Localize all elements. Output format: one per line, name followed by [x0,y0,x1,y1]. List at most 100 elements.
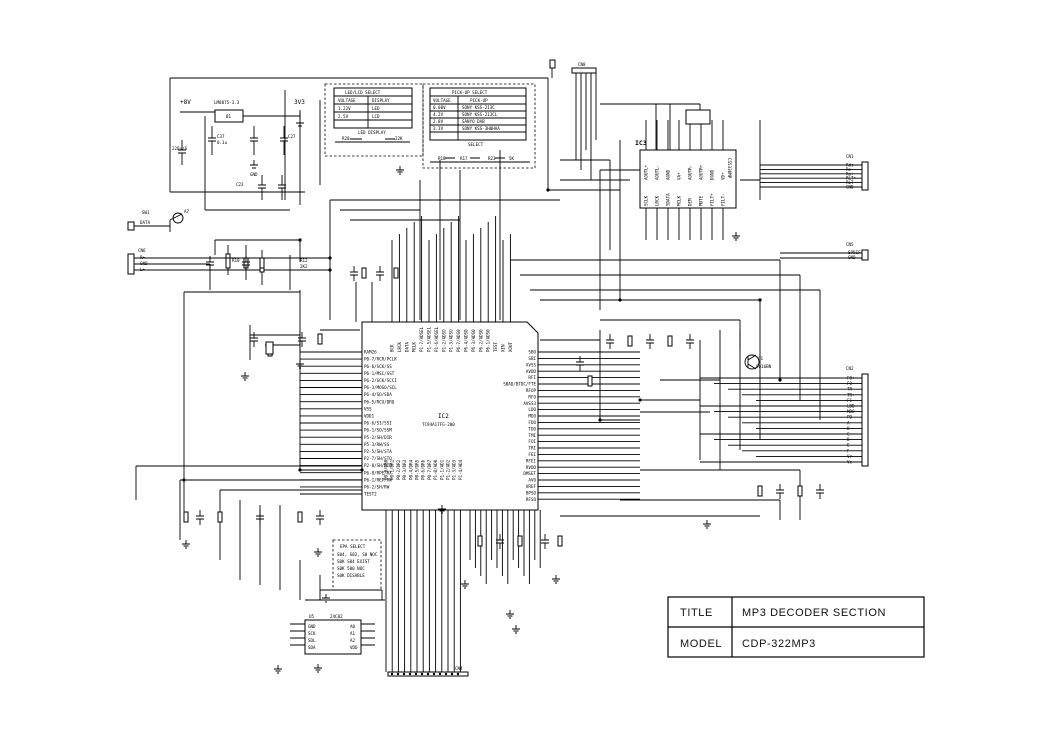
ic2-right-pin-label: FDO [528,420,536,425]
capacitor-symbol [196,510,204,525]
resistor-symbol [183,511,189,523]
resistor-symbol [477,535,483,547]
ic2-left-pin-label: P6-2/SCK/SCCI [364,378,397,383]
ic2-bottom-pin-label: P0-5/DR5 [415,459,420,480]
lcd-row1-d: LCD [372,114,380,119]
ic3-bottom-pin-label: SCLK [644,195,649,206]
bus-pin [432,672,436,676]
cn2-pin-label: TR+ [847,392,855,397]
ic2-bottom-pin-label: P0-1/DR1 [390,459,395,480]
cn1-pin-label: Re- [846,167,854,172]
cn2-pin-label: FO- [847,381,855,386]
ic2-top-pin-label: LRCK [397,341,402,352]
capacitor-symbol [298,332,306,347]
bus-pin [456,672,460,676]
connector-cn8-top: CN8 [549,59,597,180]
ic3-bottom-pin-label: FILT+ [710,193,715,206]
cn2-pin-label: D [847,437,850,442]
ic2-right-pin-label: SBO [528,350,536,355]
ic3-top-pin-label: AOUTR+ [699,164,704,180]
u5-l0: GND [308,624,316,629]
ic2-bottom-pin-label: P0-3/DR3 [402,459,407,480]
ic3-ref: IC3 [635,139,647,147]
ic2-top-pin-label: P6-1/ADS0 [486,329,491,352]
ic2-main-decoder: IC2 TC94A17FG-200 RAM26P0-7/RCR/PCLKP6-6… [300,216,640,672]
cn6-pin-1: GND [140,261,148,266]
wire [329,199,560,320]
resistor-symbol [361,267,367,279]
capacitor-symbol [646,334,654,349]
connector-cn6: CN6 R+ GND L+ [127,239,330,290]
ic2-right-pin-label: RFEI [526,458,537,463]
capacitor-symbol [541,534,549,549]
ic2-bottom-pin-label: P1-1/AD1 [439,459,444,480]
ic2-left-pin-label: P0-7/RCR/PCLK [364,357,397,362]
ic3-top-pin-label: DGND [710,169,715,180]
resistor-symbol [297,511,303,523]
ic2-top-pin-label: P1-6/ADSEL [434,326,439,352]
ic2-bottom-pin-label: P0-7/DR7 [427,459,432,480]
wire [740,120,761,200]
resistor-symbol [317,333,323,345]
ic2-left-pin-label: P2-8/SH/STD [364,463,392,468]
pickup-foot: SELECT [468,142,484,147]
ic2-bottom-pin-label: P1-4/AD4 [458,459,463,480]
u5-l1: SCK [308,631,316,636]
pickup-col2: PICK-UP [470,98,488,103]
wire [620,499,781,520]
junction-dot [328,256,332,260]
ic2-top-pin-label: P1-7/ADSEL [419,326,424,352]
capacitor-symbol [316,510,324,525]
lcd-foot-left: R20 [342,136,350,141]
ground-symbol [438,505,446,514]
ground-symbol [732,232,740,241]
junction-dot [298,468,302,472]
bus-pin [390,672,394,676]
ic2-left-pin-label: P6-5/RCU/DRQ [364,399,395,404]
ic2-right-pin-label: BPSO [526,490,537,495]
junction-dot [638,398,642,402]
lcd-heading: LED/LCD SELECT [345,90,381,95]
ic2-right-pin-label: FOI [528,439,536,444]
ground-symbol [322,594,330,603]
lcd-foot-right: 22K [395,136,403,141]
wire [540,330,601,420]
ground-symbol [296,360,304,369]
junction-dot [360,468,364,472]
ic2-top-pin-label: P1-5/ADSEL [427,326,432,352]
ic3-bottom-pin-label: FILT- [721,193,726,206]
sw1-label: DATA [140,220,151,225]
cn1-pin-label: GND [846,185,854,190]
ic2-part: TC94A17FG-200 [422,422,455,427]
title-value: MP3 DECODER SECTION [742,607,886,619]
q1-ref: Q1 [758,356,764,361]
cn5-pin-1: GND [848,255,856,260]
ic3-top-pin-label: AOUTL+ [644,164,649,180]
wire [249,325,300,360]
eeprom-u5: U5 24C02 GND SCK SDL SDA A0 A1 A2 VDD [290,614,375,655]
lcd-select-table: LED/LCD SELECT VOLTAGE DISPLAY 1.22V LED… [324,83,424,157]
ground-symbol [552,575,560,584]
sw1-tr: A7 [184,209,190,214]
cn8-ref: CN8 [578,62,586,67]
ground-symbol [506,610,514,619]
crystal-symbol [265,341,274,355]
ic2-left-pin-label: P6-1/MSC/SST [364,371,395,376]
ic2-left-pin-label: P6-6/SCK/SS [364,364,392,369]
regulator-ref: LM8875-3.3 [214,100,240,105]
ic3-bottom-pin-label: SDATA [666,193,671,206]
ic2-top-pin-label: XOUT [508,341,513,352]
capacitor-symbol [606,334,614,349]
pickup-res-3: 5K [509,156,515,161]
cap-label-2: C37 [217,134,225,139]
left-passive-network: R10 R12 2K2 [225,245,308,290]
ic2-right-pin-label: LDO [528,407,536,412]
lcd-row0-v: 1.22V [338,106,351,111]
junction-dot [298,238,302,242]
cn1-pin-label: RLT- [846,180,856,185]
ic2-right-pin-label: RFO [528,394,536,399]
cn2-pin-label: MDO [847,409,855,414]
wire [560,140,621,300]
